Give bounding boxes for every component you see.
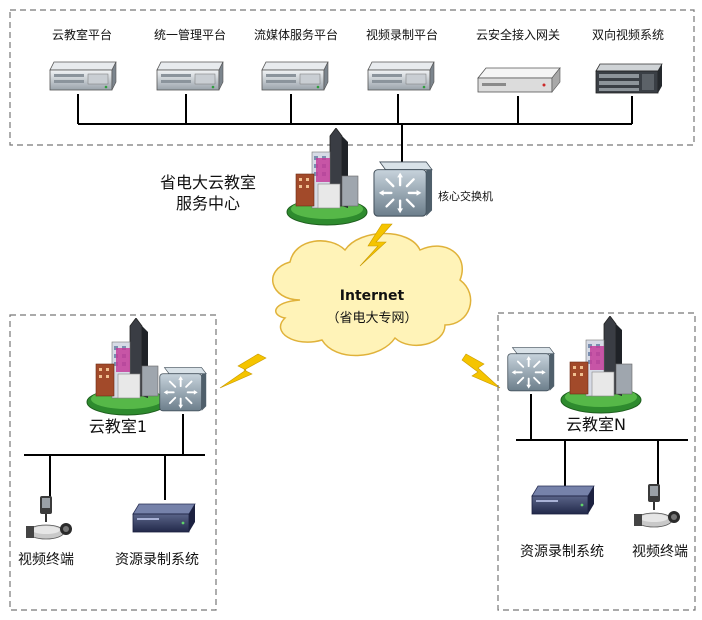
platform-label-security-gateway: 云安全接入网关 bbox=[476, 27, 560, 42]
server-icon-cloud-classroom bbox=[49, 61, 117, 91]
left-site-name: 云教室1 bbox=[89, 417, 147, 436]
switch-icon-left-site bbox=[158, 366, 208, 412]
platform-label-video-recording: 视频录制平台 bbox=[366, 27, 438, 42]
core-switch-label: 核心交换机 bbox=[438, 189, 493, 203]
recording-system-icon-right bbox=[531, 485, 595, 515]
right-site-region bbox=[497, 312, 696, 611]
right-device-label-video-terminal: 视频终端 bbox=[632, 544, 688, 560]
top-platform-region bbox=[9, 9, 695, 146]
platform-label-two-way-video: 双向视频系统 bbox=[592, 27, 664, 42]
switch-icon-right-site bbox=[506, 346, 556, 392]
internet-cloud-icon bbox=[272, 232, 472, 357]
lightning-icon-right bbox=[461, 353, 501, 389]
left-device-label-recording-system: 资源录制系统 bbox=[115, 552, 199, 568]
right-site-name: 云教室N bbox=[566, 415, 626, 434]
platform-label-streaming-media: 流媒体服务平台 bbox=[254, 27, 338, 42]
recording-system-icon-left bbox=[132, 503, 196, 533]
server-icon-streaming-media bbox=[261, 61, 329, 91]
server-icon-unified-management bbox=[156, 61, 224, 91]
left-device-label-video-terminal: 视频终端 bbox=[18, 552, 74, 568]
lightning-icon-top bbox=[359, 223, 393, 267]
service-center-name-line1: 省电大云教室 bbox=[160, 173, 256, 192]
left-site-connections bbox=[24, 414, 205, 500]
platform-label-unified-management: 统一管理平台 bbox=[154, 27, 226, 42]
core-switch-icon bbox=[372, 160, 434, 218]
lightning-icon-left bbox=[219, 353, 267, 389]
gateway-icon-security bbox=[477, 67, 561, 93]
video-terminal-icon-right bbox=[633, 484, 681, 528]
buildings-icon-service-center bbox=[286, 128, 368, 226]
left-site-region bbox=[9, 314, 217, 611]
buildings-icon-left-site bbox=[86, 318, 168, 416]
right-device-label-recording-system: 资源录制系统 bbox=[520, 544, 604, 560]
video-terminal-icon-left bbox=[25, 496, 73, 540]
rack-icon-two-way-video bbox=[595, 63, 663, 94]
internet-title: Internet bbox=[340, 288, 405, 304]
buildings-icon-right-site bbox=[560, 316, 642, 414]
service-center-name-line2: 服务中心 bbox=[176, 194, 240, 213]
server-icon-video-recording bbox=[367, 61, 435, 91]
right-site-connections bbox=[516, 394, 688, 488]
platform-label-cloud-classroom: 云教室平台 bbox=[52, 27, 112, 42]
top-bus-connections bbox=[77, 94, 633, 162]
internet-subtitle: （省电大专网） bbox=[326, 311, 417, 326]
